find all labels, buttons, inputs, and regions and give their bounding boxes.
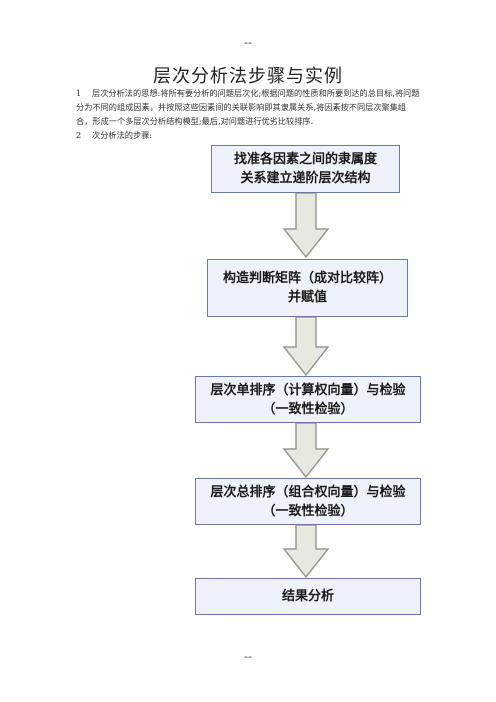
- flow-step-2-line2: 并赋值: [287, 290, 327, 305]
- flow-step-4: 层次总排序（组合权向量）与检验 （一致性检验）: [195, 478, 421, 525]
- flow-step-1: 找准各因素之间的隶属度 关系建立递阶层次结构: [211, 145, 400, 193]
- paragraph-1-number: 1: [76, 88, 82, 98]
- flow-step-5-line1: 结果分析: [281, 589, 334, 604]
- flow-step-4-line2: （一致性检验）: [262, 503, 354, 519]
- flow-step-3-line1: 层次单排序（计算权向量）与检验: [210, 382, 406, 398]
- flow-step-2-line1: 构造判断矩阵（成对比较阵）: [222, 271, 392, 286]
- flow-step-1-line1: 找准各因素之间的隶属度: [233, 152, 377, 167]
- flow-step-4-line1: 层次总排序（组合权向量）与检验: [210, 484, 406, 500]
- flow-step-3-line2: （一致性检验）: [262, 401, 354, 417]
- page-title: 层次分析法步骤与实例: [153, 66, 343, 87]
- down-arrow-icon: [282, 423, 330, 479]
- paragraph-2: 2 次分析法的步骤:: [76, 128, 422, 142]
- footer-mark: --: [244, 650, 252, 663]
- paragraph-2-number: 2: [76, 130, 82, 140]
- paragraph-1-text: 层次分析法的思想:将所有要分析的问题层次化;根据问题的性质和所要到达的总目标,将…: [76, 88, 420, 126]
- flow-step-2: 构造判断矩阵（成对比较阵） 并赋值: [207, 259, 408, 317]
- flow-step-1-line2: 关系建立递阶层次结构: [240, 171, 371, 186]
- flow-step-5: 结果分析: [195, 578, 421, 615]
- down-arrow-icon: [282, 317, 330, 377]
- header-mark: --: [244, 36, 252, 49]
- paragraph-2-text: 次分析法的步骤:: [92, 130, 153, 140]
- down-arrow-icon: [282, 193, 330, 259]
- flow-step-3: 层次单排序（计算权向量）与检验 （一致性检验）: [195, 376, 421, 423]
- down-arrow-icon: [282, 525, 330, 579]
